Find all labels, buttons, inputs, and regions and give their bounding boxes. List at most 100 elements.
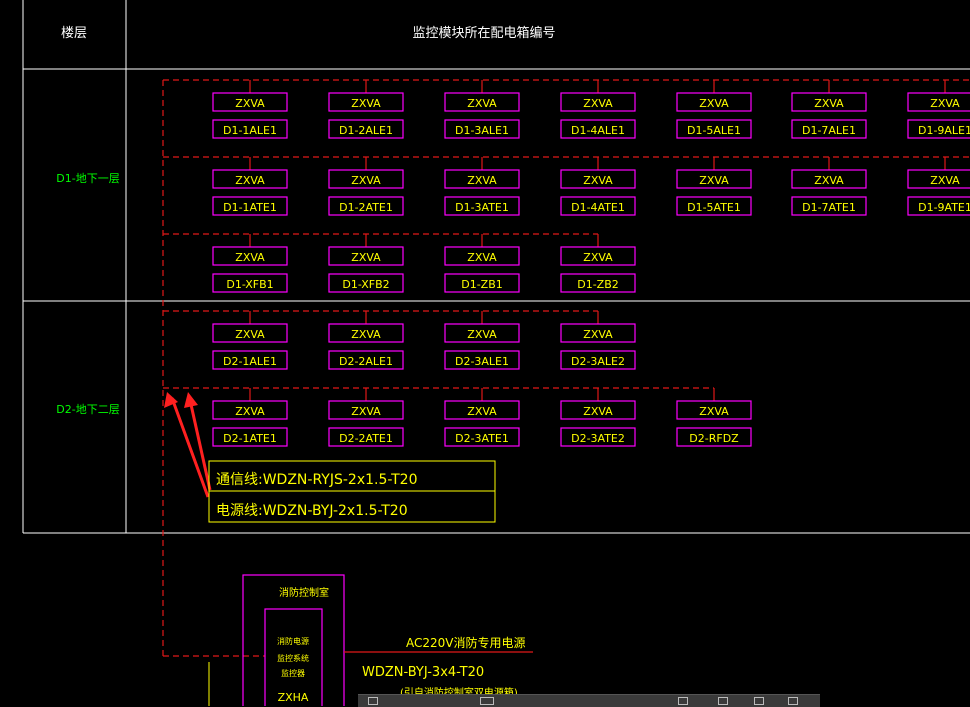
box-id-frame xyxy=(791,196,867,216)
module-label: ZXVA xyxy=(235,97,265,110)
module-box xyxy=(676,92,752,112)
module-D1-3ALE1: ZXVA D1-3ALE1 xyxy=(444,80,520,139)
box-id-label: D2-2ALE1 xyxy=(339,355,393,368)
module-label: ZXVA xyxy=(351,251,381,264)
tool-icon[interactable] xyxy=(678,697,688,705)
box-id-frame xyxy=(212,350,288,370)
module-label: ZXVA xyxy=(467,328,497,341)
module-box xyxy=(212,169,288,189)
module-label: ZXVA xyxy=(351,405,381,418)
module-label: ZXVA xyxy=(235,251,265,264)
box-id-frame xyxy=(560,273,636,293)
box-id-label: D2-RFDZ xyxy=(689,432,739,445)
module-grid: ZXVAD1-1ALE1ZXVAD1-2ALE1ZXVAD1-3ALE1ZXVA… xyxy=(212,80,970,447)
module-label: ZXVA xyxy=(699,405,729,418)
module-label: ZXVA xyxy=(583,405,613,418)
module-box xyxy=(444,92,520,112)
box-id-frame xyxy=(444,350,520,370)
box-id-label: D1-7ALE1 xyxy=(802,124,856,137)
control-room-device: ZXHA xyxy=(278,691,309,704)
box-id-frame xyxy=(444,119,520,139)
control-room-line-2: 监控系统 xyxy=(277,653,309,663)
module-label: ZXVA xyxy=(814,174,844,187)
legend-power-line: 电源线:WDZN-BYJ-2x1.5-T20 xyxy=(216,503,408,519)
module-D2-2ATE1: ZXVA D2-2ATE1 xyxy=(328,388,404,447)
control-room-line-3: 监控器 xyxy=(281,668,305,678)
box-id-label: D2-2ATE1 xyxy=(339,432,393,445)
module-D1-ZB2: ZXVA D1-ZB2 xyxy=(560,234,636,293)
box-id-label: D1-ZB2 xyxy=(577,278,619,291)
box-id-label: D1-XFB2 xyxy=(342,278,389,291)
box-id-frame xyxy=(560,350,636,370)
control-room-line-1: 消防电源 xyxy=(277,636,309,646)
module-box xyxy=(328,246,404,266)
taskbar xyxy=(358,694,820,707)
module-D1-XFB2: ZXVA D1-XFB2 xyxy=(328,234,404,293)
module-D1-7ALE1: ZXVA D1-7ALE1 xyxy=(791,80,867,139)
module-label: ZXVA xyxy=(930,97,960,110)
box-id-label: D1-4ALE1 xyxy=(571,124,625,137)
tool-icon[interactable] xyxy=(788,697,798,705)
supply-label: AC220V消防专用电源 xyxy=(406,635,526,650)
box-id-frame xyxy=(676,427,752,447)
module-box xyxy=(328,400,404,420)
box-id-label: D2-3ALE1 xyxy=(455,355,509,368)
module-box xyxy=(444,246,520,266)
module-D2-RFDZ: ZXVA D2-RFDZ xyxy=(676,388,752,447)
app-icon[interactable] xyxy=(368,697,378,705)
box-id-label: D1-3ALE1 xyxy=(455,124,509,137)
module-box xyxy=(560,92,636,112)
box-id-frame xyxy=(328,273,404,293)
box-id-frame xyxy=(444,196,520,216)
box-id-frame xyxy=(328,196,404,216)
box-id-label: D2-3ALE2 xyxy=(571,355,625,368)
module-label: ZXVA xyxy=(467,405,497,418)
module-box xyxy=(444,169,520,189)
module-label: ZXVA xyxy=(699,97,729,110)
box-id-frame xyxy=(907,119,970,139)
module-D1-3ATE1: ZXVA D1-3ATE1 xyxy=(444,157,520,216)
module-label: ZXVA xyxy=(467,174,497,187)
module-label: ZXVA xyxy=(814,97,844,110)
box-id-frame xyxy=(212,196,288,216)
tool-icon[interactable] xyxy=(754,697,764,705)
legend-box: 通信线:WDZN-RYJS-2x1.5-T20 电源线:WDZN-BYJ-2x1… xyxy=(208,460,496,523)
module-box xyxy=(328,92,404,112)
box-id-frame xyxy=(444,273,520,293)
module-box xyxy=(907,92,970,112)
dashed-bus xyxy=(162,79,970,657)
box-id-frame xyxy=(676,196,752,216)
module-label: ZXVA xyxy=(583,251,613,264)
box-id-frame xyxy=(560,119,636,139)
box-id-frame xyxy=(328,119,404,139)
module-box xyxy=(328,323,404,343)
box-id-frame xyxy=(676,119,752,139)
header-box-label: 监控模块所在配电箱编号 xyxy=(412,25,555,41)
box-id-frame xyxy=(560,196,636,216)
module-label: ZXVA xyxy=(467,97,497,110)
box-id-label: D1-1ATE1 xyxy=(223,201,277,214)
box-id-label: D1-ZB1 xyxy=(461,278,503,291)
module-box xyxy=(212,323,288,343)
box-id-label: D1-3ATE1 xyxy=(455,201,509,214)
module-box xyxy=(791,92,867,112)
box-id-frame xyxy=(212,427,288,447)
box-id-frame xyxy=(212,119,288,139)
module-box xyxy=(560,246,636,266)
tool-icon[interactable] xyxy=(718,697,728,705)
window-icon[interactable] xyxy=(480,697,494,705)
module-label: ZXVA xyxy=(699,174,729,187)
module-label: ZXVA xyxy=(235,328,265,341)
